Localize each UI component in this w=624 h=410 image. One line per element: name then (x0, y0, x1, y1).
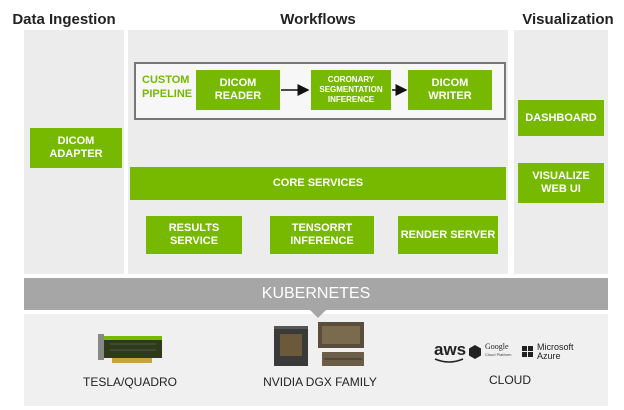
visualize-web-ui-box: VISUALIZE WEB UI (518, 163, 604, 203)
core-services-bar: CORE SERVICES (130, 167, 506, 200)
gpu-card-icon (98, 334, 162, 363)
dgx-rack-icon (322, 352, 364, 366)
microsoft-text: Microsoft (537, 342, 574, 352)
render-server-box: RENDER SERVER (398, 216, 498, 254)
footer-notch (310, 310, 326, 318)
google-cloud-platform-text: Cloud Platform (485, 352, 512, 357)
google-logo-text: Google (485, 342, 509, 351)
custom-pipeline-label: CUSTOM PIPELINE (142, 74, 193, 100)
results-service-box: RESULTS SERVICE (146, 216, 242, 254)
visualization-panel (514, 30, 608, 274)
azure-text: Azure (537, 351, 561, 361)
dicom-adapter-box: DICOM ADAPTER (30, 128, 122, 168)
aws-smile-icon (434, 358, 464, 363)
dgx-family-caption: NVIDIA DGX FAMILY (263, 375, 377, 389)
dicom-writer-box: DICOM WRITER (408, 70, 492, 110)
column-title-workflows: Workflows (280, 11, 356, 28)
cloud-caption: CLOUD (488, 373, 531, 387)
column-title-visualization: Visualization (522, 11, 614, 28)
microsoft-windows-icon (522, 346, 533, 357)
aws-logo: aws (434, 340, 467, 359)
dgx-station-icon (274, 326, 308, 366)
column-title-data-ingestion: Data Ingestion (12, 11, 116, 28)
dicom-reader-box: DICOM READER (196, 70, 280, 110)
dashboard-box: DASHBOARD (518, 100, 604, 136)
tensorrt-inference-box: TENSORRT INFERENCE (270, 216, 374, 254)
coronary-segmentation-inference-box: CORONARY SEGMENTATION INFERENCE (311, 70, 391, 110)
google-cloud-hexagon-icon (469, 345, 481, 359)
kubernetes-bar: KUBERNETES (24, 278, 608, 310)
dgx-server-icon (318, 322, 364, 348)
tesla-quadro-caption: TESLA/QUADRO (82, 375, 178, 389)
